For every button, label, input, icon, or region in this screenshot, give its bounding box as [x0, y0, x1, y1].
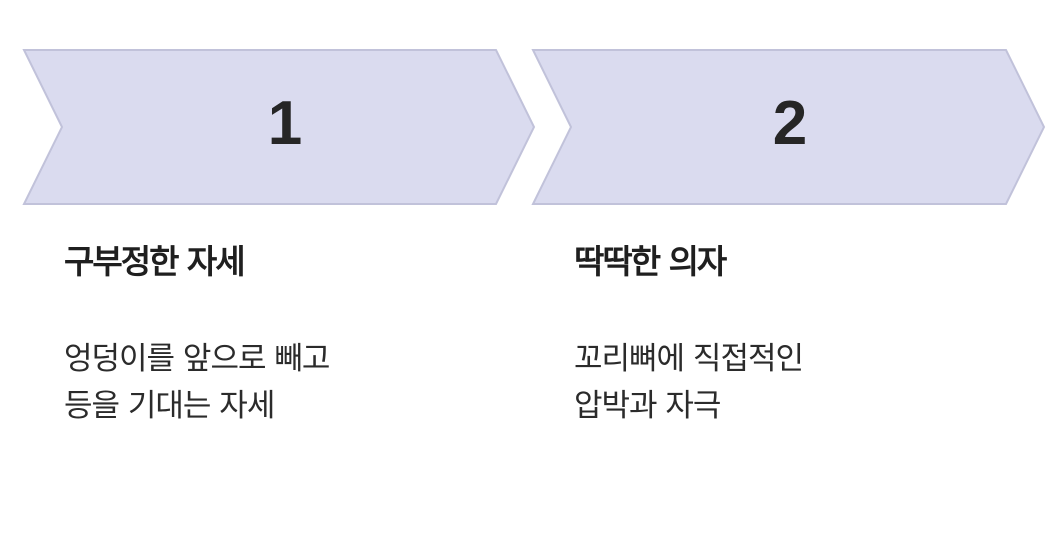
step-2-description: 꼬리뼈에 직접적인 압박과 자극 [574, 336, 804, 430]
step-1-description-line-2: 등을 기대는 자세 [64, 388, 275, 424]
step-1-chevron [22, 49, 536, 205]
step-1-description-line-1: 엉덩이를 앞으로 빼고 [64, 341, 330, 377]
step-2-number: 2 [772, 89, 808, 158]
step-2-title: 딱딱한 의자 [574, 242, 727, 281]
step-2-description-line-2: 압박과 자극 [574, 388, 721, 424]
step-1-number: 1 [267, 89, 303, 158]
step-2-description-line-1: 꼬리뼈에 직접적인 [574, 341, 804, 377]
step-2-chevron [531, 49, 1046, 205]
step-1-description: 엉덩이를 앞으로 빼고 등을 기대는 자세 [64, 336, 330, 430]
step-1-title: 구부정한 자세 [64, 242, 246, 281]
